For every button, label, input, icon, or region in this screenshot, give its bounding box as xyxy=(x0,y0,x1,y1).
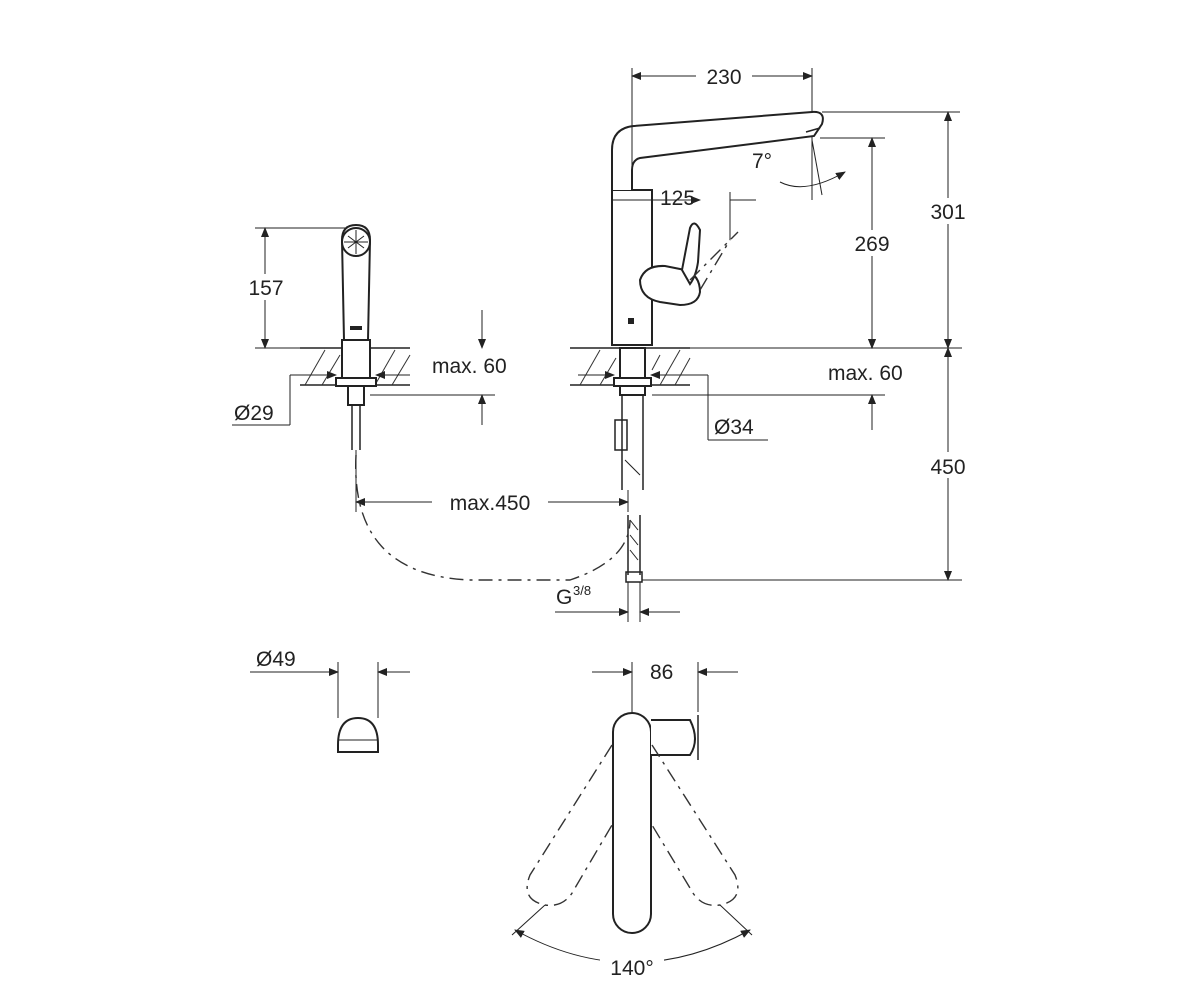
label-hole-right: Ø34 xyxy=(714,416,754,439)
label-handle-reach: 125 xyxy=(660,187,695,210)
label-hole-left: Ø29 xyxy=(234,402,274,425)
label-spout-angle: 7° xyxy=(752,150,772,173)
label-spout-reach: 230 xyxy=(706,66,741,89)
dim-hand-shower-height: 157 xyxy=(240,227,345,349)
label-swivel-angle: 140° xyxy=(610,957,653,980)
label-connection-fraction: 3/8 xyxy=(573,583,591,598)
label-head-diameter: Ø49 xyxy=(256,648,296,671)
label-lever-width: 86 xyxy=(650,661,673,684)
faucet-top-view xyxy=(526,712,739,934)
dim-hose-length: 450 xyxy=(642,347,978,581)
label-max-deck-left: max. 60 xyxy=(432,355,507,378)
hand-shower-top-view xyxy=(337,716,379,753)
dim-outlet-height: 269 xyxy=(820,137,901,349)
hand-shower-view xyxy=(300,223,631,581)
dim-connection-thread: G 3/8 xyxy=(555,582,680,622)
label-hand-shower-height: 157 xyxy=(248,277,283,300)
dim-head-diameter: Ø49 xyxy=(250,648,410,718)
label-max-deck-right: max. 60 xyxy=(828,362,903,385)
dim-max-deck-left: max. 60 xyxy=(370,310,507,425)
dim-spout-angle: 7° xyxy=(752,136,846,200)
label-total-height: 301 xyxy=(930,201,965,224)
dim-spout-reach: 230 xyxy=(631,63,813,190)
dim-hose-distance: max.450 xyxy=(355,450,629,515)
label-connection-thread: G xyxy=(556,586,572,609)
faucet-side-view xyxy=(570,110,824,583)
dim-total-height: 301 xyxy=(822,111,978,349)
dim-lever-width: 86 xyxy=(592,661,738,712)
dim-hole-right: Ø34 xyxy=(578,371,768,441)
dim-swivel-angle: 140° xyxy=(511,904,753,981)
label-hose-distance: max.450 xyxy=(450,492,531,515)
label-hose-length: 450 xyxy=(930,456,965,479)
dim-max-deck-right: max. 60 xyxy=(652,310,903,430)
label-outlet-height: 269 xyxy=(854,233,889,256)
dim-handle-reach: 125 xyxy=(612,187,756,240)
dim-hole-left: Ø29 xyxy=(232,371,410,426)
